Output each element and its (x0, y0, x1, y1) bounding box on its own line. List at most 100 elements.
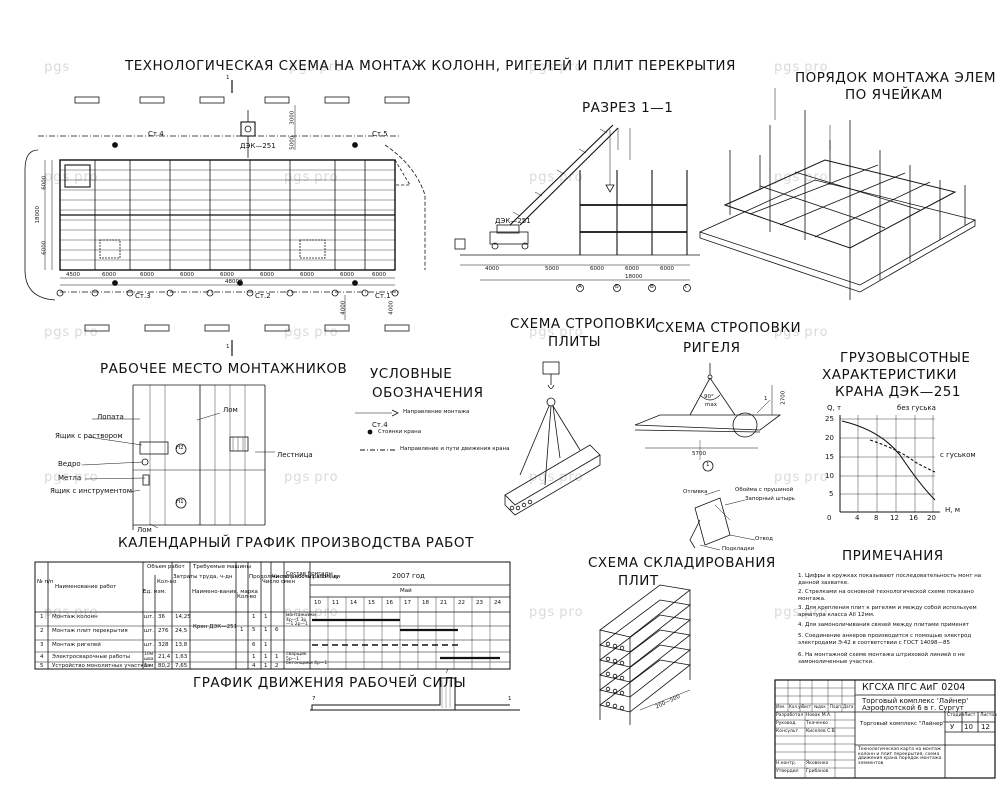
order-iso-diagram (698, 88, 977, 300)
sling-angle: 90° (704, 394, 714, 400)
title-block-grid (774, 679, 996, 779)
cal-row-machine: Кран ДЭК—251 (193, 624, 238, 630)
cal-header-crew: Состав бригады (286, 571, 333, 577)
plan-dim: 6000 (220, 272, 234, 278)
note-item: 5. Соединение анкеров производится с пом… (798, 633, 972, 646)
plan-dim: 6000 (180, 272, 194, 278)
plan-dim: 6000 (300, 272, 314, 278)
cal-row-unit: шт. (144, 614, 154, 620)
plan-dim: 6000 (372, 272, 386, 278)
cal-row-labor: 13,8 (175, 642, 188, 648)
section-axis: В (650, 284, 654, 290)
crane-chart-xtick: 12 (890, 514, 899, 522)
section-frame (454, 170, 700, 292)
note-item: 4. Для замоноличивания связей между плит… (798, 622, 969, 628)
section-crane-label: ДЭК—251 (495, 217, 531, 225)
section-dim: 5000 (545, 266, 559, 272)
calendar-table-grid (34, 561, 511, 670)
stamp-name: Новак М.А. (806, 713, 832, 718)
stamp-role: Изм. (776, 704, 786, 709)
crane-chart-ytick: 20 (825, 434, 834, 442)
workplace-label: Метла (58, 474, 82, 482)
plan-station-marks (112, 142, 358, 286)
stamp-sheets-label: Листов (980, 713, 997, 718)
stamp-role: Дата (843, 704, 854, 709)
main-title: ТЕХНОЛОГИЧЕСКАЯ СХЕМА НА МОНТАЖ КОЛОНН, … (125, 58, 736, 74)
crane-chart-ytick: 15 (825, 453, 834, 461)
cal-header-workers: Число рабочих в смену (272, 574, 339, 580)
cal-day: 22 (458, 600, 465, 606)
crane-char-title: ГРУЗОВЫСОТНЫЕ (840, 350, 971, 366)
storage-label: Обойма с прушиной (735, 487, 794, 493)
crane-char-title-2: ХАРАКТЕРИСТИКИ (822, 367, 957, 383)
station-label: Ст.2 (255, 292, 271, 300)
cal-header-qty: Кол-во (157, 579, 177, 585)
cal-row-duration: 4 (252, 663, 256, 669)
crane-chart-xtick: 16 (909, 514, 918, 522)
note-item: 2. Стрелками на основной технологической… (798, 589, 974, 602)
crane-chart-curve-label: с гуськом (940, 451, 976, 459)
calendar-title: КАЛЕНДАРНЫЙ ГРАФИК ПРОИЗВОДСТВА РАБОТ (118, 535, 474, 551)
cal-row-shifts: 1 (264, 642, 268, 648)
cal-header-duration: Продолжи-тельность работ, дн (249, 574, 341, 580)
section-dim-total: 18000 (625, 274, 643, 280)
cal-row-num: 4 (40, 654, 44, 660)
stamp-stage-val: У (950, 723, 955, 731)
plan-dim-left: 6000 (41, 175, 48, 190)
cal-day: 23 (476, 600, 483, 606)
crane-chart-xtick: 4 (855, 514, 860, 522)
legend-item: Направление и пути движения крана (400, 446, 510, 452)
cal-row-duration: 1 (252, 614, 256, 620)
cal-row-crew: сварщик 5р—1 (286, 652, 307, 662)
plan-dim: 6000 (260, 272, 274, 278)
storage-stack (599, 489, 756, 725)
workforce-title: ГРАФИК ДВИЖЕНИЯ РАБОЧЕЙ СИЛЫ (193, 675, 467, 691)
cal-row-labor: 1,63 (175, 654, 188, 660)
section-dim: 6000 (590, 266, 604, 272)
cal-day: 24 (494, 600, 501, 606)
stamp-code: КГСХА ПГС АиГ 0204 (862, 682, 966, 693)
cal-day: 11 (332, 600, 339, 606)
cal-day: 16 (386, 600, 393, 606)
cal-row-num: 2 (40, 628, 44, 634)
workforce-val: 1 (508, 696, 512, 702)
workplace-label: Лестница (277, 451, 313, 459)
plan-dim-vert: 3000 (289, 110, 296, 125)
calendar-bars (312, 618, 500, 660)
crane-chart-xtick: 0 (827, 514, 832, 522)
crane-path-right (384, 144, 426, 270)
storage-label: Отливка (683, 489, 708, 495)
plan-crane-symbol (231, 80, 346, 356)
cal-day: 14 (350, 600, 357, 606)
cal-header-labor: Затраты труда, ч-дн (173, 574, 233, 580)
road-dashes-bottom (84, 324, 410, 332)
cal-header-num: № п/п (37, 579, 54, 585)
storage-title-2: ПЛИТ (618, 573, 659, 589)
cal-row-shifts: 1 (264, 654, 268, 660)
stamp-sheet-val: 10 (964, 723, 973, 731)
section-crane (489, 124, 631, 250)
stamp-drawing: Технологическая карта на монтаж колонн и… (858, 747, 942, 766)
watermark: pgs (44, 60, 71, 75)
plan-dim-vert: 5000 (289, 135, 296, 150)
stamp-project: Торговый комплекс 'Лайнер' Аэрофлотской … (862, 697, 969, 712)
cal-row-name: Электросварочные работы (52, 654, 131, 660)
storage-label: Запорный штырь (745, 496, 795, 502)
sling-slab-title: СХЕМА СТРОПОВКИ (510, 316, 657, 332)
section-dim: 6000 (660, 266, 674, 272)
stamp-person: Разработал (776, 713, 804, 718)
cal-row-labor: 14,25 (175, 614, 191, 620)
sling-mark: 1 (764, 396, 768, 402)
workplace-label: Лом (223, 406, 238, 414)
cal-row-unit: 10м шва (144, 652, 154, 662)
crane-chart-xtick: 20 (927, 514, 936, 522)
cal-day: 17 (404, 600, 411, 606)
